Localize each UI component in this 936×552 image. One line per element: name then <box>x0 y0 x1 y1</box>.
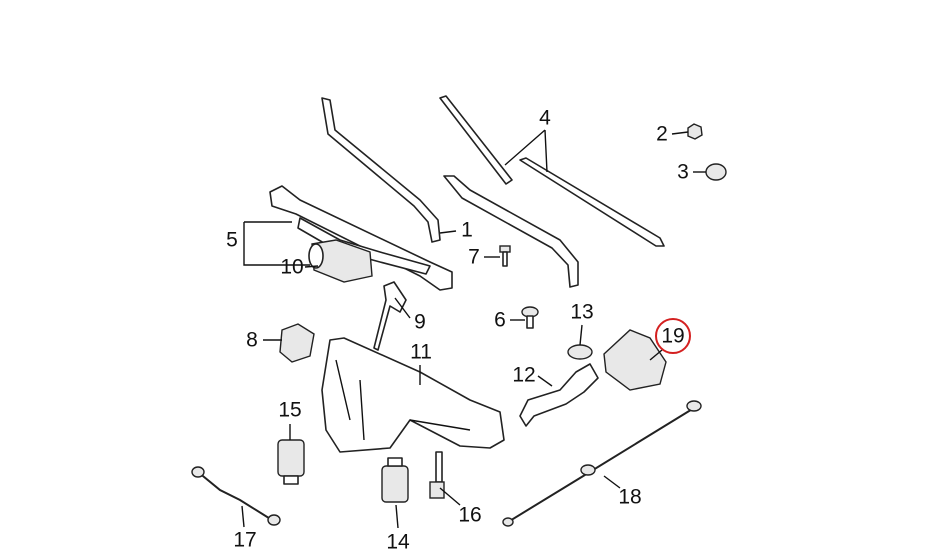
callout-8[interactable]: 8 <box>246 328 258 352</box>
reservoir-bracket <box>373 281 407 351</box>
highlight-circle <box>655 318 691 354</box>
callout-5[interactable]: 5 <box>226 228 238 252</box>
callout-4[interactable]: 4 <box>539 106 551 130</box>
callout-12[interactable]: 12 <box>512 363 536 387</box>
leader-lines <box>241 129 706 529</box>
callout-11[interactable]: 11 <box>410 340 432 364</box>
wiper-arm-left <box>321 97 441 243</box>
callout-14[interactable]: 14 <box>386 530 410 552</box>
callout-7[interactable]: 7 <box>468 245 480 269</box>
hose-18 <box>502 400 702 527</box>
callout-16[interactable]: 16 <box>458 503 482 527</box>
cap-seal <box>567 344 593 360</box>
callout-1[interactable]: 1 <box>461 218 473 242</box>
callout-3[interactable]: 3 <box>677 160 689 184</box>
washer-pump-15 <box>277 439 305 485</box>
hose-17 <box>191 466 281 526</box>
bolt <box>521 306 539 329</box>
wiper-motor <box>308 239 373 283</box>
wiper-linkage <box>269 185 453 291</box>
mounting-bracket <box>603 329 667 391</box>
wiper-blade-right <box>519 157 665 247</box>
wiper-arm-right <box>443 175 579 288</box>
callout-17[interactable]: 17 <box>233 528 257 552</box>
nut <box>687 123 703 140</box>
callout-13[interactable]: 13 <box>570 300 594 324</box>
level-sensor <box>429 451 445 499</box>
screw <box>499 245 511 267</box>
callout-10[interactable]: 10 <box>280 255 304 279</box>
washer-pump-14 <box>381 457 409 503</box>
callout-6[interactable]: 6 <box>494 308 506 332</box>
filler-neck <box>519 363 599 427</box>
bracket <box>279 323 315 363</box>
callout-15[interactable]: 15 <box>278 398 302 422</box>
washer-reservoir <box>321 337 505 453</box>
wiper-blade-left <box>439 95 513 185</box>
cap <box>705 163 727 181</box>
callout-19[interactable]: 19 <box>661 324 685 348</box>
callout-18[interactable]: 18 <box>618 485 642 509</box>
callout-9[interactable]: 9 <box>414 310 426 334</box>
callout-2[interactable]: 2 <box>656 122 668 146</box>
